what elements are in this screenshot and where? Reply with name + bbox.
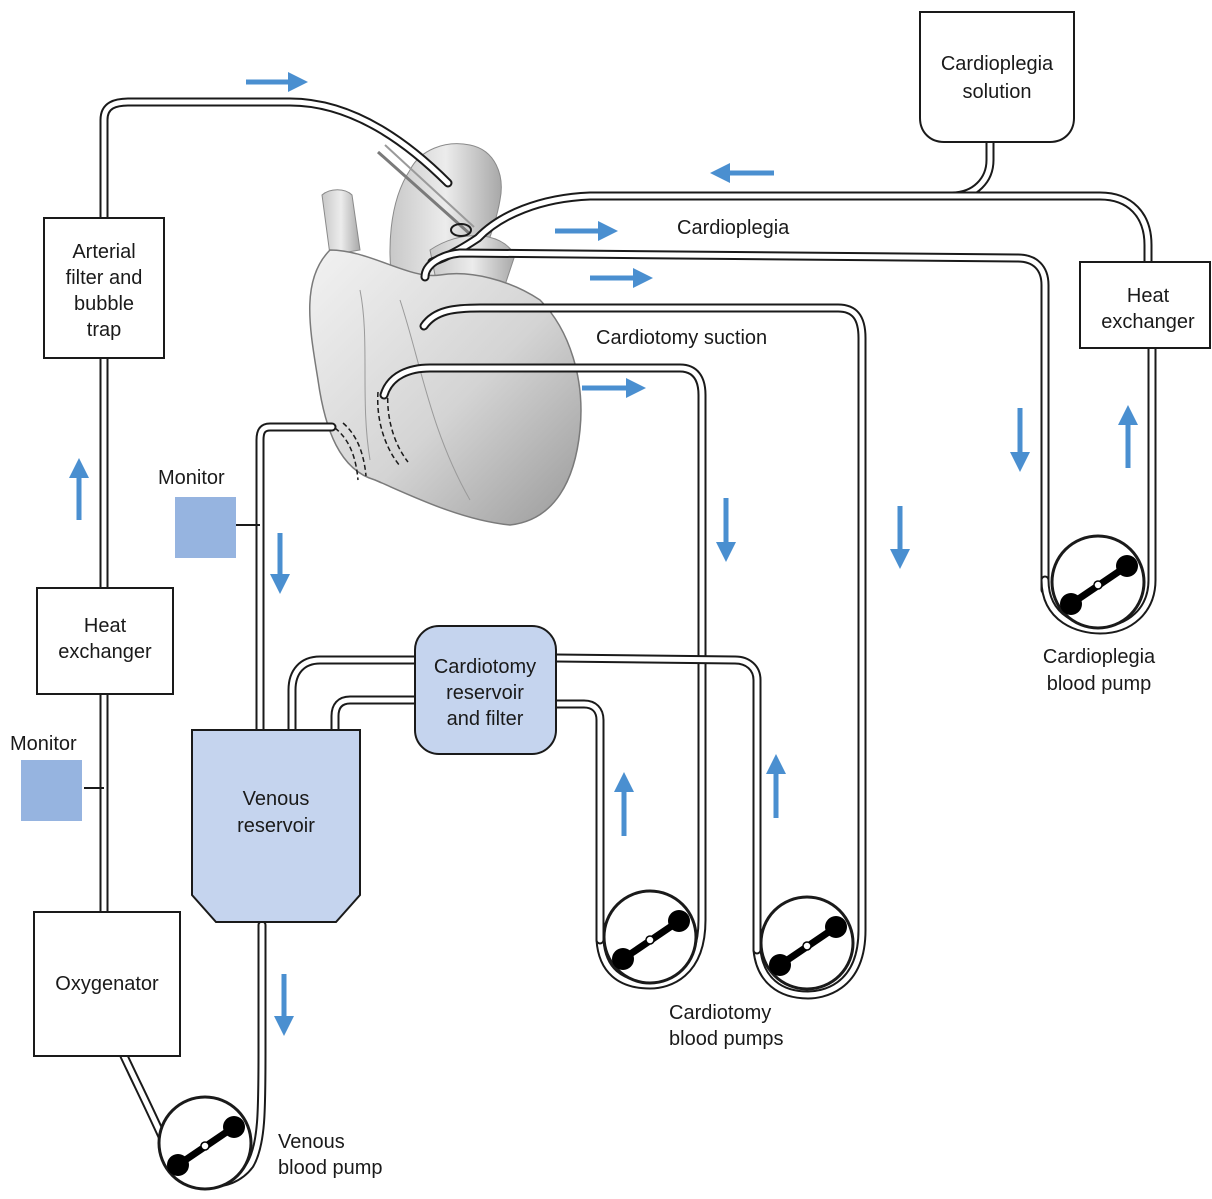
cardiotomy-reservoir-label-1: Cardiotomy: [434, 656, 536, 678]
arterial-filter-box: Arterial filter and bubble trap: [43, 217, 165, 359]
arrow-up-icon: [614, 772, 634, 836]
right-atrium-cannula-site: [334, 422, 367, 481]
arrow-down-icon: [716, 498, 736, 562]
arrow-down-icon: [270, 533, 290, 594]
arrow-right-icon: [246, 72, 308, 92]
heat-exchanger-left-label-2: exchanger: [58, 641, 152, 663]
arterial-filter-label-2: filter and: [66, 267, 143, 289]
arrow-down-icon: [890, 506, 910, 569]
arrow-left-icon: [710, 163, 774, 183]
cardioplegia-pump: [1050, 534, 1146, 630]
arrow-right-icon: [555, 221, 618, 241]
arterial-filter-label-4: trap: [87, 319, 121, 341]
arrow-up-icon: [69, 458, 89, 520]
monitor-upper: Monitor: [158, 467, 236, 558]
arrow-down-icon: [1010, 408, 1030, 472]
venous-pump: [157, 1095, 253, 1191]
venous-pump-label-2: blood pump: [278, 1157, 383, 1179]
heat-exchanger-right-box: Heat exchanger: [1079, 261, 1211, 349]
heat-exchanger-right-label-2: exchanger: [1101, 311, 1195, 333]
arrow-right-icon: [590, 268, 653, 288]
heart-shading: [359, 289, 471, 501]
heat-exchanger-right-label-1: Heat: [1127, 285, 1170, 307]
oxygenator-label: Oxygenator: [55, 973, 159, 995]
cardiotomy-pump-1: [602, 889, 698, 985]
venous-reservoir-label-2: reservoir: [237, 815, 315, 837]
heart-body: [309, 249, 582, 526]
cardioplegia-solution-box: Cardioplegia solution: [919, 11, 1075, 143]
heat-exchanger-left-box: Heat exchanger: [36, 587, 174, 695]
coronary-sinus-cannula: [376, 389, 409, 467]
heat-exchanger-left-label-1: Heat: [84, 615, 127, 637]
oxygenator-box: Oxygenator: [33, 911, 181, 1057]
monitor-lower: Monitor: [10, 733, 82, 821]
monitor-lower-label: Monitor: [10, 733, 77, 755]
venous-reservoir-label-1: Venous: [243, 788, 310, 810]
cardiotomy-reservoir-label-3: and filter: [447, 708, 524, 730]
cardiotomy-pumps-label-1: Cardiotomy: [669, 1002, 771, 1024]
cardioplegia-pump-label-1: Cardioplegia: [1043, 646, 1156, 668]
aortic-clamp: [377, 150, 471, 236]
arterial-filter-label-3: bubble: [74, 293, 134, 315]
monitor-upper-label: Monitor: [158, 467, 225, 489]
venous-pump-label-1: Venous: [278, 1131, 345, 1153]
arrow-up-icon: [766, 754, 786, 818]
cardioplegia-pump-label-2: blood pump: [1047, 673, 1152, 695]
arrow-down-icon: [274, 974, 294, 1036]
superior-vena-cava: [321, 189, 361, 256]
cardiotomy-reservoir-box: Cardiotomy reservoir and filter: [414, 625, 557, 755]
cardioplegia-solution-label-2: solution: [963, 81, 1032, 103]
cardiotomy-pump-2: [759, 895, 855, 991]
cardioplegia-solution-label-1: Cardioplegia: [941, 53, 1054, 75]
venous-reservoir-box: Venous reservoir: [191, 729, 361, 923]
tubing: [84, 97, 1157, 1188]
heart-illustration: [309, 143, 582, 526]
flow-arrows: [69, 72, 1138, 1036]
arterial-filter-label-1: Arterial: [72, 241, 135, 263]
cardiotomy-pumps-label-2: blood pumps: [669, 1028, 784, 1050]
cardiotomy-reservoir-label-2: reservoir: [446, 682, 524, 704]
cardiotomy-suction-label: Cardiotomy suction: [596, 327, 767, 349]
arrow-right-icon: [582, 378, 646, 398]
arrow-up-icon: [1118, 405, 1138, 468]
cardioplegia-label: Cardioplegia: [677, 217, 790, 239]
